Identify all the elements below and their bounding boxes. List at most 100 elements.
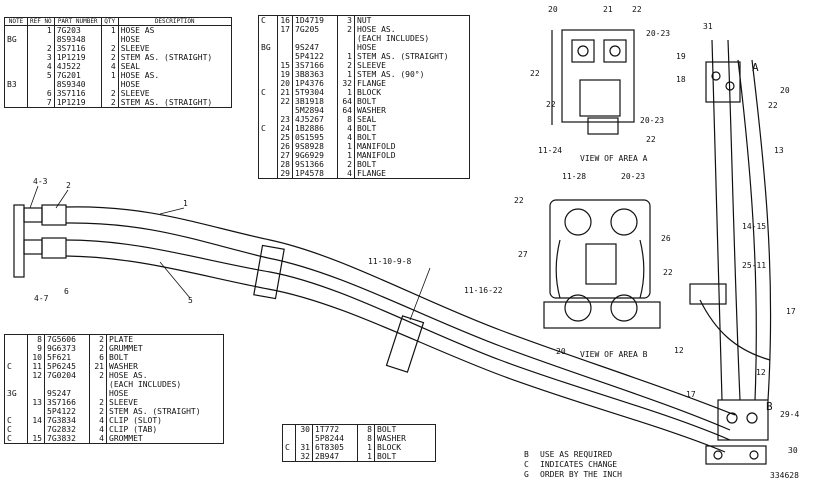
cell-ref: 32 [295,452,313,462]
cell-note [282,452,296,462]
hose-fitting-upper [23,207,43,223]
callout-20-23: 20-23 [646,29,671,38]
cell-ref: 11 [27,362,45,371]
cell-note [4,371,28,380]
callout-20: 20 [780,86,790,95]
manifold-curve [555,239,561,299]
cell-note [258,169,278,179]
cell-description: BOLT [106,353,224,362]
cell-part-number: 8S9348 [53,35,102,44]
cell-part-number: 7G205 [292,25,338,34]
cell-note [4,344,28,353]
hose-branch [699,299,771,361]
cell-note: C [282,443,296,452]
cell-note [258,52,278,61]
block-view-a [579,79,621,117]
hose-17-right [751,59,772,401]
cell-note [258,106,278,115]
cell-description: WASHER [374,434,436,443]
cell-qty: 8 [357,434,375,443]
cell-ref [277,52,293,61]
sleeve-upper [41,204,67,226]
clamp-plate-1 [253,244,285,300]
cell-note [4,71,28,80]
cell-description: SEAL [117,62,232,71]
cell-description: BOLT [354,97,470,106]
view-a-caption: VIEW OF AREA A [580,154,648,163]
flange-port [610,208,638,236]
block-area-b [717,399,769,441]
callout-22: 22 [546,100,556,109]
cell-part-number: 3S7166 [292,61,338,70]
cell-note [258,25,278,34]
cell-part-number: 9G6929 [292,151,338,160]
cell-qty: 1 [357,452,375,462]
cell-note: B3 [4,80,28,89]
cell-description: CLIP (SLOT) [106,416,224,425]
cell-qty: 2 [100,44,119,53]
callout-22: 22 [632,5,642,14]
cell-ref: 14 [27,416,45,425]
cell-ref: 12 [27,371,45,380]
cell-ref: 15 [277,61,293,70]
cell-note [258,115,278,124]
cell-description: BLOCK [374,443,436,452]
cell-description: HOSE AS. [117,71,232,80]
cell-note [258,61,278,70]
callout-22: 22 [514,196,524,205]
cell-qty: 2 [89,371,107,380]
cell-qty: 4 [89,434,107,444]
cell-ref: 16 [277,15,293,25]
hose-12-right [727,39,741,401]
cell-ref: 5 [27,71,55,80]
callout-20-23: 20-23 [640,116,665,125]
cell-description: WASHER [354,106,470,115]
cell-note: BG [258,43,278,52]
cell-description: (EACH INCLUDES) [106,380,224,389]
flange-port [610,294,638,322]
cell-ref [27,407,45,416]
cell-qty: 2 [337,25,355,34]
cell-note: C [258,124,278,133]
cell-part-number: 9S247 [292,43,338,52]
cell-note: C [4,434,28,444]
cell-part-number: 4J5267 [292,115,338,124]
callout-20: 20 [548,5,558,14]
cell-description: HOSE [354,43,470,52]
cell-ref: 31 [295,443,313,452]
cell-part-number: 5M2894 [292,106,338,115]
flange-view-a [571,39,595,63]
cell-part-number: 0S1595 [292,133,338,142]
cell-description: HOSE AS [117,25,232,35]
cell-qty: 2 [337,160,355,169]
cell-qty [100,35,119,44]
cell-part-number: 5P6245 [44,362,90,371]
cell-qty: 2 [89,344,107,353]
cell-qty: 2 [89,334,107,344]
cell-qty [89,380,107,389]
cell-part-number: 8S9340 [53,80,102,89]
hose-5-outline-top [65,239,731,441]
cell-ref: 4 [27,62,55,71]
cell-ref [27,389,45,398]
cell-ref: 13 [27,398,45,407]
cell-ref: 25 [277,133,293,142]
callout-11-16-22: 11-16-22 [464,286,503,295]
leader-line [159,261,191,299]
